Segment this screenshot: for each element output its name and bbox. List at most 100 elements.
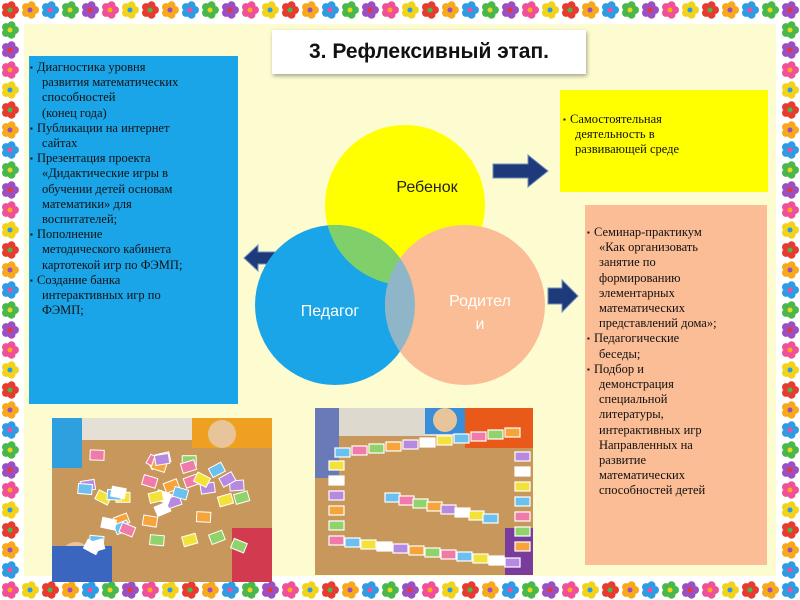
flower-decoration — [602, 1, 619, 19]
flower-decoration — [2, 321, 19, 339]
flower-decoration — [2, 501, 19, 519]
list-item-line: развития математических — [42, 75, 179, 90]
flower-decoration — [782, 281, 799, 299]
flower-decoration — [542, 1, 559, 19]
flower-decoration — [482, 581, 499, 599]
flower-decoration — [2, 421, 19, 439]
list-item-line: беседы; — [599, 346, 641, 361]
flower-decoration — [722, 1, 739, 19]
flower-decoration — [62, 581, 79, 599]
list-item-line: формированию — [599, 270, 681, 285]
list-item-line: Направленных на — [599, 437, 693, 452]
flower-decoration — [42, 1, 59, 19]
flower-decoration — [782, 421, 799, 439]
flower-decoration — [782, 221, 799, 239]
flower-decoration — [782, 501, 799, 519]
flower-decoration — [2, 41, 19, 59]
flower-decoration — [762, 1, 779, 19]
flower-decoration — [2, 161, 19, 179]
flower-decoration — [782, 261, 799, 279]
list-item-line: представлений дома»; — [599, 316, 717, 331]
flower-decoration — [482, 1, 499, 19]
flower-decoration — [782, 341, 799, 359]
flower-decoration — [142, 1, 159, 19]
flower-decoration — [782, 161, 799, 179]
flower-decoration — [602, 581, 619, 599]
arrow-right-to-child-box — [492, 153, 549, 189]
list-item-line: Подбор и — [594, 361, 644, 376]
children-playing-domino-game-photo — [315, 408, 533, 575]
flower-decoration — [162, 1, 179, 19]
flower-decoration — [2, 301, 19, 319]
flower-decoration — [742, 581, 759, 599]
flower-decoration — [782, 581, 799, 599]
list-item-line: способностей детей — [599, 483, 706, 498]
flower-decoration — [702, 581, 719, 599]
flower-decoration — [2, 521, 19, 539]
flower-decoration — [782, 241, 799, 259]
flower-decoration — [2, 21, 19, 39]
flower-decoration — [2, 61, 19, 79]
flower-decoration — [402, 581, 419, 599]
flower-decoration — [642, 1, 659, 19]
flower-decoration — [2, 201, 19, 219]
flower-decoration — [322, 581, 339, 599]
flower-decoration — [142, 581, 159, 599]
flower-decoration — [22, 1, 39, 19]
list-item: Семинар-практикум«Как организоватьзаняти… — [587, 225, 763, 331]
circle-label-parents: Родител — [449, 293, 511, 310]
list-item-line: Диагностика уровня — [37, 60, 146, 74]
slide-title: 3. Рефлексивный этап. — [272, 30, 586, 74]
flower-decoration — [262, 1, 279, 19]
list-item-line: развитие — [599, 453, 647, 468]
flower-decoration — [462, 1, 479, 19]
flower-decoration — [782, 321, 799, 339]
flower-decoration — [782, 361, 799, 379]
flower-decoration — [662, 1, 679, 19]
list-item-line: Семинар-практикум — [594, 225, 702, 239]
list-item-line: математики» для — [42, 196, 132, 211]
list-item-line: (конец года) — [42, 105, 107, 120]
flower-decoration — [782, 81, 799, 99]
list-item-line: математических — [599, 468, 685, 483]
flower-decoration — [782, 381, 799, 399]
flower-decoration — [222, 1, 239, 19]
list-item-line: деятельность в — [575, 127, 655, 142]
list-item-line: Пополнение — [37, 227, 103, 242]
flower-decoration — [82, 581, 99, 599]
flower-decoration — [382, 581, 399, 599]
list-item-line: Самостоятельная — [570, 112, 662, 126]
flower-decoration — [782, 481, 799, 499]
flower-decoration — [2, 461, 19, 479]
flower-decoration — [782, 121, 799, 139]
flower-decoration — [402, 1, 419, 19]
circle-parents — [385, 225, 545, 385]
flower-decoration — [382, 1, 399, 19]
flower-decoration — [2, 561, 19, 579]
flower-decoration — [342, 1, 359, 19]
flower-decoration — [782, 541, 799, 559]
circle-label-parents-cont: и — [476, 316, 485, 333]
flower-decoration — [322, 1, 339, 19]
flower-decoration — [42, 581, 59, 599]
flower-decoration — [242, 1, 259, 19]
flower-decoration — [782, 401, 799, 419]
flower-decoration — [422, 581, 439, 599]
list-item-line: интерактивных игр по — [42, 288, 161, 303]
flower-decoration — [502, 581, 519, 599]
flower-decoration — [122, 581, 139, 599]
list-item-line: сайтах — [42, 136, 78, 151]
circle-label-teacher: Педагог — [301, 303, 360, 320]
list-item-line: картотекой игр по ФЭМП; — [42, 257, 183, 272]
flower-decoration — [502, 1, 519, 19]
flower-decoration — [522, 581, 539, 599]
flower-decoration — [782, 181, 799, 199]
flower-decoration — [2, 481, 19, 499]
flower-decoration — [782, 301, 799, 319]
flower-decoration — [782, 61, 799, 79]
parents-activities-box: Семинар-практикум«Как организоватьзаняти… — [585, 205, 767, 565]
